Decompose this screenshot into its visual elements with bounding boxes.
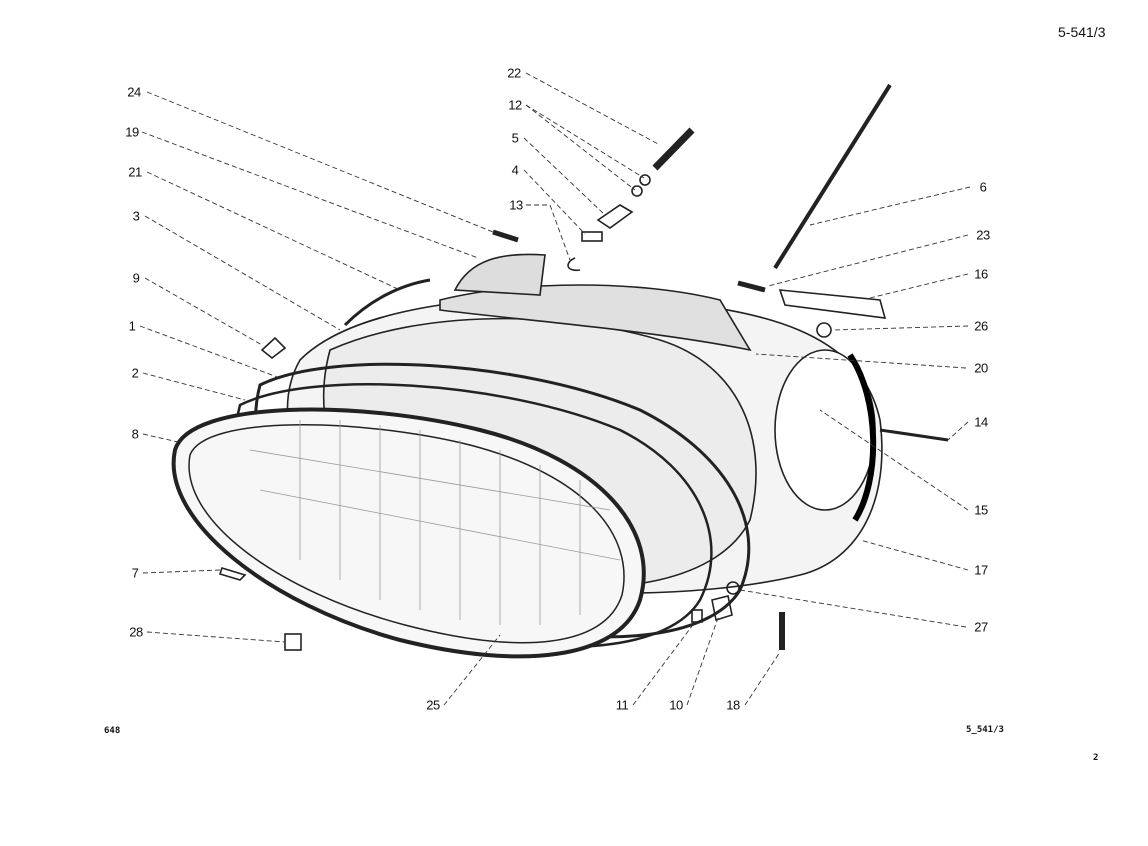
callout-24: 24 bbox=[127, 84, 141, 100]
callout-7: 7 bbox=[131, 565, 139, 581]
page-number: 2 bbox=[1093, 753, 1099, 763]
callout-21: 21 bbox=[128, 164, 142, 180]
gasket-19 bbox=[453, 253, 546, 296]
callout-10: 10 bbox=[669, 697, 683, 713]
callout-13: 13 bbox=[509, 197, 523, 213]
callout-27: 27 bbox=[974, 619, 988, 635]
nut-12 bbox=[639, 174, 651, 186]
screw-23 bbox=[737, 280, 766, 293]
callout-11: 11 bbox=[615, 697, 629, 713]
sheet-code: 5-541/3 bbox=[1058, 24, 1106, 40]
nut-27 bbox=[726, 581, 740, 595]
adjusting-rod bbox=[773, 83, 892, 270]
clip-28 bbox=[284, 633, 302, 651]
nut-4 bbox=[581, 231, 603, 242]
callout-2: 2 bbox=[131, 365, 139, 381]
callout-18: 18 bbox=[726, 697, 740, 713]
callout-9: 9 bbox=[132, 270, 140, 286]
footer-right-code: 5_541/3 bbox=[966, 725, 1004, 735]
clip-7 bbox=[218, 567, 247, 581]
nut-26 bbox=[816, 322, 832, 338]
callout-28: 28 bbox=[129, 624, 143, 640]
lens-seal bbox=[171, 407, 646, 659]
callout-22: 22 bbox=[507, 65, 521, 81]
callout-17: 17 bbox=[974, 562, 988, 578]
pin-14 bbox=[879, 428, 949, 442]
bolt-24 bbox=[492, 229, 519, 243]
nut-11 bbox=[691, 609, 703, 623]
footer-left-code: 648 bbox=[104, 726, 121, 736]
callout-12: 12 bbox=[508, 97, 522, 113]
callout-20: 20 bbox=[974, 360, 988, 376]
callout-16: 16 bbox=[974, 266, 988, 282]
callout-4: 4 bbox=[511, 162, 519, 178]
callout-15: 15 bbox=[974, 502, 988, 518]
callout-19: 19 bbox=[125, 124, 139, 140]
clip-9 bbox=[260, 336, 287, 360]
callout-8: 8 bbox=[131, 426, 139, 442]
clip-5 bbox=[596, 204, 634, 229]
callout-25: 25 bbox=[426, 697, 440, 713]
callout-3: 3 bbox=[132, 208, 140, 224]
callout-6: 6 bbox=[979, 179, 987, 195]
clip-10 bbox=[711, 595, 733, 622]
callout-23: 23 bbox=[976, 227, 990, 243]
callout-5: 5 bbox=[511, 130, 519, 146]
callout-14: 14 bbox=[974, 414, 988, 430]
screw-22 bbox=[652, 127, 695, 171]
bracket-16 bbox=[778, 289, 887, 319]
callout-1: 1 bbox=[128, 318, 136, 334]
clip-13 bbox=[567, 257, 581, 272]
wire-21 bbox=[343, 278, 431, 327]
callout-26: 26 bbox=[974, 318, 988, 334]
